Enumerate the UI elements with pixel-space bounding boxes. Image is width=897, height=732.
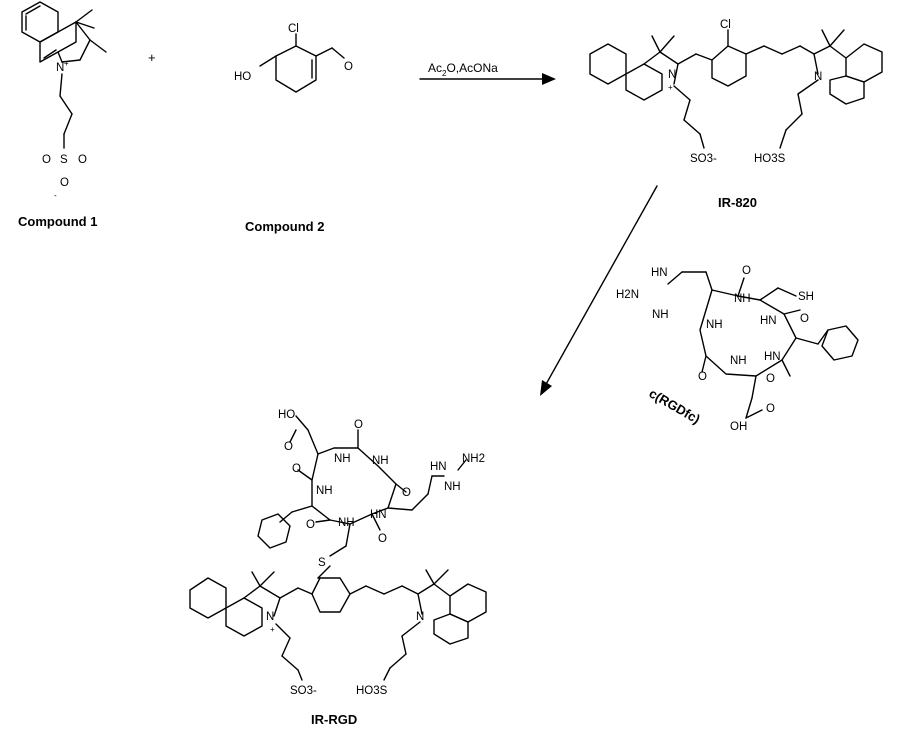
ir-rgd-o-2: O xyxy=(402,487,411,499)
crgdfc-nh-5: NH xyxy=(730,355,747,367)
ir-rgd-nh-5: HN xyxy=(370,509,387,521)
crgdfc-nh-4: HN xyxy=(764,351,781,363)
compound-2-o-atom: O xyxy=(344,61,353,73)
ir-rgd-peptide xyxy=(257,415,467,579)
ir-rgd-nh-4: NH xyxy=(338,517,355,529)
crgdfc-nh-1: NH xyxy=(734,293,751,305)
ir-rgd-hn-guan: HN xyxy=(430,461,447,473)
ir-rgd-nh-3: NH xyxy=(316,485,333,497)
ir-rgd-n-right: N xyxy=(416,611,424,623)
compound-1-o-bottom: O xyxy=(60,177,69,189)
ir-rgd-n-left: N xyxy=(266,611,274,623)
crgdfc-o-right: O xyxy=(800,313,809,325)
crgdfc-hn-top: HN xyxy=(651,267,668,279)
ir-rgd-o-1: O xyxy=(292,463,301,475)
plus-sign: + xyxy=(148,50,156,65)
crgdfc-o-left: O xyxy=(698,371,707,383)
crgdfc-nh-guan: NH xyxy=(652,309,669,321)
compound-1-n-atom: N xyxy=(56,62,64,74)
crgdfc-nh-2: HN xyxy=(760,315,777,327)
crgdfc-structure xyxy=(667,271,859,419)
compound-2-structure xyxy=(259,33,345,93)
compound-1-o-left: O xyxy=(42,154,51,166)
crgdfc-oh: OH xyxy=(730,421,747,433)
ir-rgd-nh-2: NH xyxy=(372,455,389,467)
crgdfc-label: c(RGDfc) xyxy=(647,386,703,427)
ir-rgd-sulfonate: SO3- xyxy=(290,685,317,697)
ir-820-structure xyxy=(589,29,883,149)
conjugation-arrow xyxy=(544,185,658,387)
conjugation-arrowhead xyxy=(540,380,552,396)
ir-820-sulfonic-acid: HO3S xyxy=(754,153,786,165)
compound-2-label: Compound 2 xyxy=(245,219,324,234)
crgdfc-h2n: H2N xyxy=(616,289,639,301)
crgdfc-o-acid: O xyxy=(766,403,775,415)
ir-820-label: IR-820 xyxy=(718,195,757,210)
ir-rgd-o-acid: O xyxy=(284,441,293,453)
ir-rgd-s-atom: S xyxy=(318,557,326,569)
compound-1-n-charge: + xyxy=(64,59,69,68)
crgdfc-o-bottom: O xyxy=(766,373,775,385)
ir-rgd-nh2: NH2 xyxy=(462,453,485,465)
ir-rgd-sulfonic-acid: HO3S xyxy=(356,685,388,697)
compound-1-s-atom: S xyxy=(60,154,68,166)
ir-820-n-right: N xyxy=(814,71,822,83)
ir-820-n-charge: + xyxy=(668,83,673,92)
ir-820-cl-atom: Cl xyxy=(720,19,731,31)
ir-rgd-nh-1: NH xyxy=(334,453,351,465)
compound-2-ho-group: HO xyxy=(234,71,251,83)
ir-820-sulfonate: SO3- xyxy=(690,153,717,165)
reaction-conditions: Ac2O,AcONa xyxy=(428,61,498,78)
compound-1-o-right: O xyxy=(78,154,87,166)
reaction-arrowhead xyxy=(542,73,556,85)
compound-1-label: Compound 1 xyxy=(18,214,97,229)
crgdfc-nh-3: NH xyxy=(706,319,723,331)
ir-820-n-left: N xyxy=(668,69,676,81)
crgdfc-sh: SH xyxy=(798,291,814,303)
ir-rgd-o-gly: O xyxy=(354,419,363,431)
compound-1-o-charge: - xyxy=(54,191,57,200)
ir-rgd-dye xyxy=(189,569,487,681)
crgdfc-o-top: O xyxy=(742,265,751,277)
ir-rgd-n-charge: + xyxy=(270,625,275,634)
ir-rgd-nh-guan: NH xyxy=(444,481,461,493)
ir-rgd-oh-acid: HO xyxy=(278,409,295,421)
ir-rgd-o-3: O xyxy=(306,519,315,531)
ir-rgd-label: IR-RGD xyxy=(311,712,357,727)
compound-2-cl-atom: Cl xyxy=(288,23,299,35)
compound-1-structure xyxy=(21,1,107,149)
ir-rgd-o-4: O xyxy=(378,533,387,545)
